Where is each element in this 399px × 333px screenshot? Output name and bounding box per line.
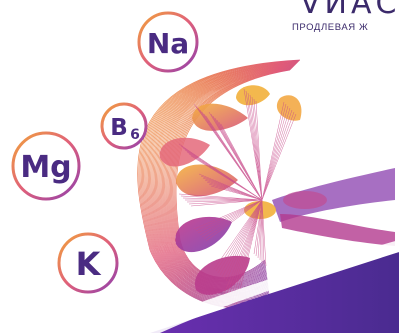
fibre-line bbox=[261, 113, 297, 201]
badge-b6-label: B bbox=[110, 115, 128, 141]
fibre-line bbox=[255, 199, 263, 257]
kidney-fibres bbox=[178, 88, 297, 307]
bottom-band bbox=[150, 252, 399, 333]
fibre-line bbox=[186, 199, 263, 203]
fibre-line bbox=[188, 199, 263, 205]
fibre-line bbox=[219, 199, 263, 276]
badge-na: Na bbox=[137, 11, 199, 73]
fibre-line bbox=[259, 199, 263, 261]
fibre-line bbox=[243, 88, 263, 201]
fibre-line bbox=[215, 199, 263, 272]
kidney-contour-line bbox=[153, 63, 296, 295]
fibre-line bbox=[261, 109, 293, 201]
fibre-line bbox=[199, 199, 263, 236]
fibre-line bbox=[221, 199, 263, 278]
fibre-line bbox=[249, 94, 263, 201]
fibre-line bbox=[220, 123, 263, 201]
brand-tagline: ПРОДЛЕВАЯ Ж bbox=[292, 22, 369, 33]
fibre-line bbox=[223, 199, 263, 295]
fibre-line bbox=[195, 199, 263, 232]
fibre-line bbox=[178, 193, 263, 201]
fibre-line bbox=[245, 90, 263, 201]
badge-na-label: Na bbox=[147, 27, 189, 60]
fibre-line bbox=[261, 103, 287, 201]
fibre-line bbox=[190, 199, 263, 207]
fibre-line bbox=[180, 195, 263, 201]
fibre-line bbox=[255, 100, 263, 201]
fibre-line bbox=[229, 199, 263, 301]
fibre-line bbox=[261, 105, 289, 201]
kidney-contour-line bbox=[155, 64, 296, 294]
fibre-line bbox=[261, 107, 291, 201]
badge-mg: Mg bbox=[11, 131, 81, 201]
kidney-contour-line bbox=[152, 63, 297, 296]
fibre-line bbox=[261, 111, 295, 201]
badge-b6: B 6 bbox=[100, 102, 148, 150]
fibre-line bbox=[213, 199, 263, 270]
band-highlight bbox=[120, 240, 399, 333]
fibre-line bbox=[193, 199, 263, 230]
fibre-line bbox=[231, 199, 263, 303]
badge-k-label: K bbox=[76, 245, 102, 283]
brand-wordmark: VИАС bbox=[300, 0, 399, 21]
fibre-line bbox=[251, 96, 263, 201]
fibre-line bbox=[261, 199, 265, 265]
fibre-line bbox=[225, 199, 263, 282]
fibre-line bbox=[201, 199, 263, 238]
badge-k: K bbox=[57, 232, 119, 294]
fibre-line bbox=[253, 98, 263, 201]
fibre-line bbox=[261, 199, 267, 267]
fibre-line bbox=[190, 155, 263, 201]
fibre-line bbox=[203, 199, 263, 240]
fibre-line bbox=[253, 199, 263, 255]
fibre-line bbox=[182, 197, 263, 201]
fibre-line bbox=[205, 199, 263, 242]
fibre-line bbox=[225, 199, 263, 297]
badge-b6-subscript: 6 bbox=[130, 127, 140, 143]
badge-mg-label: Mg bbox=[20, 150, 71, 185]
fibre-line bbox=[217, 199, 263, 274]
fibre-line bbox=[223, 199, 263, 280]
fibre-line bbox=[205, 115, 263, 201]
fibre-line bbox=[227, 199, 263, 299]
fibre-line bbox=[257, 199, 263, 259]
fibre-line bbox=[247, 92, 263, 201]
fibre-line bbox=[235, 199, 263, 307]
fibre-line bbox=[197, 199, 263, 234]
kidney-calyces bbox=[159, 85, 395, 295]
fibre-line bbox=[261, 101, 285, 201]
fibre-line bbox=[210, 185, 263, 201]
fibre-line bbox=[233, 199, 263, 305]
